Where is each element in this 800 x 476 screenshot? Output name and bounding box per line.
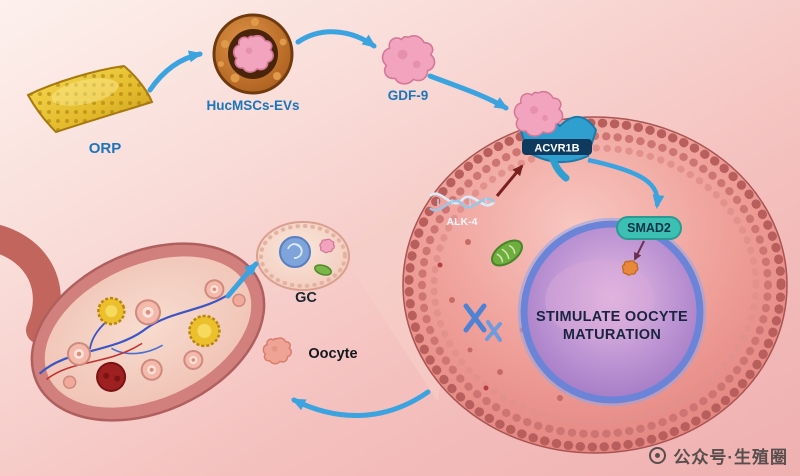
membrane-beads-inner (430, 144, 760, 426)
gc-label: GC (295, 290, 317, 306)
oocyte-label: Oocyte (308, 346, 357, 362)
gdf9-ligand-bound (513, 90, 564, 137)
alk4-label: ALK-4 (447, 216, 478, 228)
hucmscs-ev-vesicle (212, 13, 294, 95)
follicle (134, 299, 161, 326)
arrow-receptor-to-smad2 (587, 157, 665, 209)
follicle (183, 349, 204, 370)
vesicle-spots (218, 18, 287, 83)
ovarian-ligament (0, 224, 61, 344)
follicle-yellow (97, 296, 126, 326)
arrow-orp-to-evs (147, 50, 203, 93)
alk4-helix-icon (429, 192, 495, 212)
acvr1b-banner (522, 139, 592, 155)
arrow-gdf9-to-receptor (427, 73, 509, 111)
follicle-small (232, 293, 246, 308)
arrow-cell-to-ovary (291, 389, 431, 419)
stimulate-line2: MATURATION (563, 327, 661, 343)
mitochondria-icon (491, 239, 523, 267)
gc-vesicle (319, 238, 335, 254)
follicle-yellow (188, 314, 221, 348)
follicle (140, 358, 163, 381)
orp-label: ORP (89, 140, 122, 157)
arrow-alk4-to-receptor (495, 164, 524, 197)
arrow-evs-to-gdf9 (295, 29, 377, 49)
ovary (30, 242, 266, 422)
chromosomes-icon (463, 303, 502, 342)
acvr1b-label: ACVR1B (534, 143, 579, 155)
arrow-ovary-to-gc (225, 261, 259, 299)
follicles (62, 279, 246, 392)
acvr1b-receptor: ACVR1B (513, 90, 598, 182)
follicle (66, 341, 91, 366)
nucleus (517, 217, 707, 407)
membrane-beads-outer (404, 118, 786, 452)
vesicle-cargo-blob (232, 34, 274, 73)
gdf9-blob (381, 35, 436, 85)
oocyte-blob (262, 337, 292, 365)
gc-mitochondria-icon (314, 264, 332, 276)
follicle-small (62, 375, 77, 389)
orp-tissue (26, 64, 154, 134)
smad2-node: SMAD2 (616, 216, 682, 240)
granulosa-cell: ALK-4 (402, 90, 788, 454)
stimulate-line1: STIMULATE OOCYTE (536, 309, 688, 325)
watermark: 公众号·生殖圈 (649, 443, 788, 468)
follicle (204, 279, 225, 300)
phospho-dot (621, 260, 639, 276)
gc-nucleus (279, 236, 311, 268)
wechat-official-account-icon (649, 447, 667, 464)
hucmscs-evs-label: HucMSCs-EVs (206, 98, 299, 113)
corpus-rubrum (96, 361, 127, 392)
watermark-text: 公众号·生殖圈 (673, 448, 788, 467)
smad2-label: SMAD2 (627, 221, 671, 235)
arrow-smad2-to-nucleus (634, 240, 645, 261)
gc-cell (256, 221, 350, 291)
ovary-vessels (38, 291, 232, 381)
gdf9-label: GDF-9 (388, 88, 429, 103)
